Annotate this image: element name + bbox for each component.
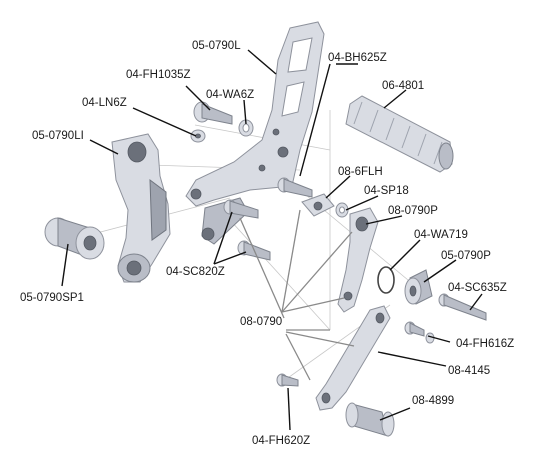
pivot-set [377, 266, 487, 321]
label-04-WA719: 04-WA719 [414, 229, 468, 241]
label-05-0790LI: 05-0790LI [32, 130, 84, 142]
label-08-4899: 08-4899 [412, 395, 454, 407]
label-04-FH616Z: 04-FH616Z [456, 338, 514, 350]
spacer-part [44, 217, 105, 260]
small-bolt-right [404, 321, 435, 344]
label-05-0790P: 05-0790P [441, 250, 491, 262]
leader-lines [61, 49, 483, 431]
label-04-FH620Z: 04-FH620Z [252, 435, 310, 447]
label-04-LN6Z: 04-LN6Z [82, 97, 127, 109]
label-06-4801: 06-4801 [382, 80, 424, 92]
label-08-4145: 08-4145 [448, 365, 490, 377]
sleeve-part [345, 402, 395, 437]
pedal-lever-part [337, 207, 379, 313]
fastener-group-top [190, 101, 254, 143]
label-04-SC820Z: 04-SC820Z [166, 266, 225, 278]
label-05-0790SP1: 05-0790SP1 [20, 292, 84, 304]
label-05-0790L: 05-0790L [192, 40, 241, 52]
bolt-pair [223, 199, 271, 261]
label-04-BH625Z: 04-BH625Z [328, 52, 387, 64]
label-08-0790: 08-0790 [240, 316, 282, 328]
inner-bracket-part [111, 133, 171, 283]
label-04-WA6Z: 04-WA6Z [206, 89, 254, 101]
label-08-6FLH: 08-6FLH [338, 166, 383, 178]
bracket-plate-part [185, 21, 325, 245]
label-08-0790P: 08-0790P [388, 205, 438, 217]
small-bolt-bottom [276, 373, 299, 387]
part-labels: 05-0790L 04-BH625Z 04-FH1035Z 06-4801 04… [20, 40, 514, 447]
pivot-hardware [277, 177, 349, 218]
label-04-SC635Z: 04-SC635Z [448, 282, 507, 294]
label-04-FH1035Z: 04-FH1035Z [126, 69, 191, 81]
assembly-leaders [239, 209, 355, 381]
grip-part [345, 95, 454, 173]
label-04-SP18: 04-SP18 [364, 185, 409, 197]
arm-part [315, 305, 391, 411]
